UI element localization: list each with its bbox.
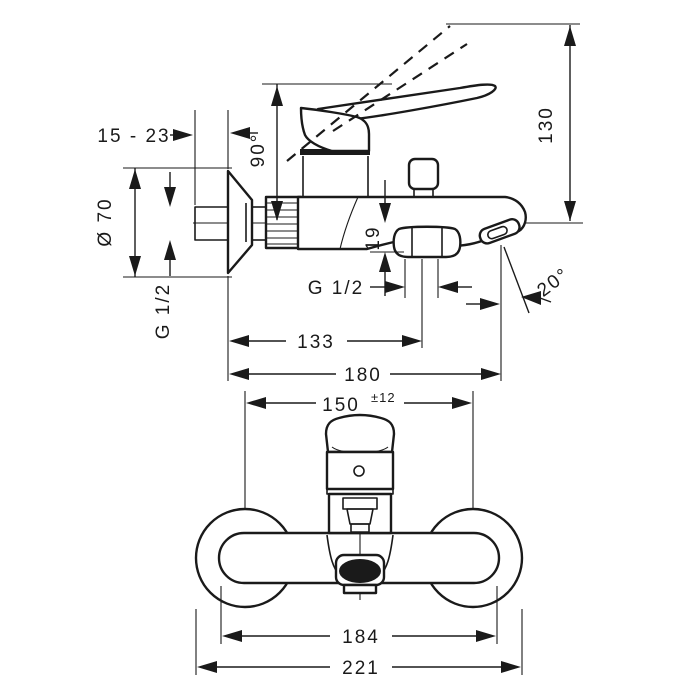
handle-front: [324, 413, 396, 555]
dim-label-connection-centers: 150: [322, 395, 360, 416]
dim-body-width: 184: [220, 586, 498, 648]
dim-label-body-width: 184: [342, 627, 380, 648]
dim-label-total-projection: 180: [344, 365, 382, 386]
mixer-body-spout: [296, 195, 527, 251]
handle-dome: [324, 413, 396, 454]
dim-label-spout-drop: 19: [363, 225, 384, 250]
valve-body-front: [327, 492, 393, 535]
dim-label-wall-offset: 15 - 23: [97, 126, 170, 147]
shower-hose-boss: [392, 225, 462, 259]
side-view-drawing: 15 - 23 Ø 70 G 1/2 90°: [95, 23, 583, 386]
dim-shower-outlet-thread: G 1/2: [308, 259, 472, 299]
spout-end-cap: [478, 218, 521, 245]
diverter-knob-side: [407, 157, 440, 198]
dim-label-handle-swing: 90°: [248, 133, 269, 168]
dim-connection-centers: 150 ±12: [246, 390, 472, 416]
dim-handle-height: 130: [446, 23, 580, 221]
dim-total-projection: 180: [229, 245, 502, 386]
body-spout-junction-curve: [339, 196, 359, 250]
dim-wall-thread: G 1/2: [153, 172, 176, 339]
threaded-connector: [264, 195, 303, 250]
diverter-knob-front: [342, 497, 378, 533]
handle-base: [325, 450, 395, 491]
spout-outlet: [339, 559, 381, 583]
dim-wall-offset: 15 - 23: [97, 110, 258, 205]
dim-label-outlet-center: 133: [297, 332, 335, 353]
escutcheon-side: [226, 169, 254, 275]
dim-spout-angle: 20°: [466, 246, 574, 314]
handle-screw-dot: [353, 465, 365, 477]
dim-label-handle-height: 130: [536, 106, 557, 144]
dim-spout-drop: 19: [363, 180, 404, 296]
cartridge-housing: [300, 149, 370, 197]
dim-label-wall-thread: G 1/2: [153, 283, 174, 339]
dim-label-shower-outlet-thread: G 1/2: [308, 278, 364, 299]
dim-handle-swing: 90°: [248, 83, 392, 221]
dim-label-overall-width: 221: [342, 658, 380, 679]
dim-escutcheon-diameter: Ø 70: [95, 167, 232, 278]
raised-handle-dashed: [286, 25, 468, 162]
dim-label-connection-tolerance: ±12: [371, 390, 396, 405]
front-view-drawing: 150 ±12 184 221: [194, 390, 524, 679]
dim-overall-width: 221: [195, 609, 523, 679]
dim-label-escutcheon-diameter: Ø 70: [95, 197, 116, 246]
lever-handle-side: [299, 83, 497, 153]
dim-outlet-center: 133: [227, 259, 423, 381]
spout-front: [326, 534, 394, 600]
